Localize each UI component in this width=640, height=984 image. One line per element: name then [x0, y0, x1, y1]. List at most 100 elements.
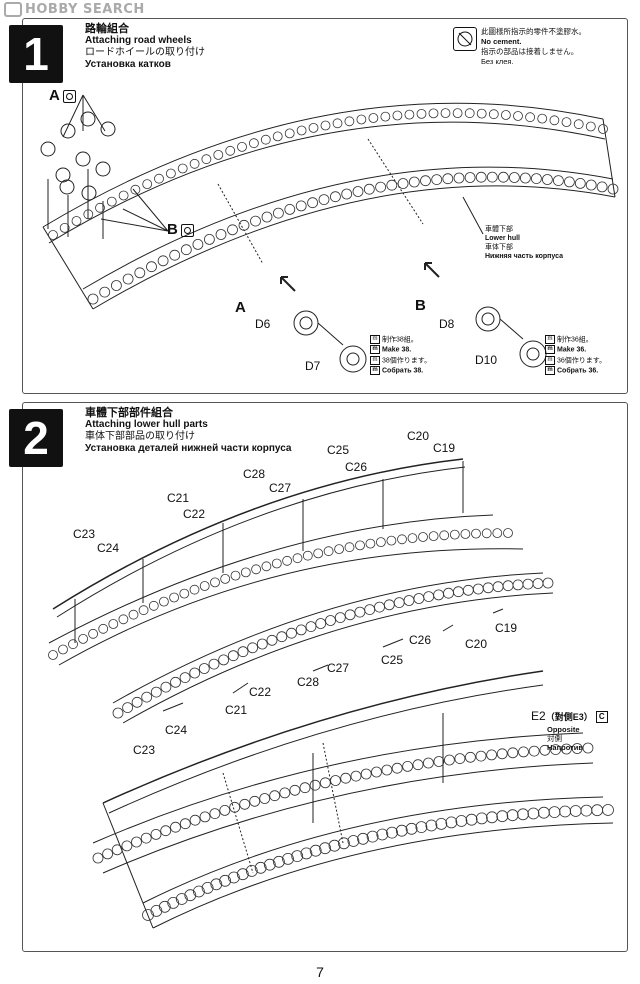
road-wheel: [300, 847, 313, 860]
part-label: C19: [433, 441, 456, 455]
road-wheel: [112, 707, 124, 719]
part-label: C28: [243, 467, 266, 481]
road-wheel: [488, 109, 499, 120]
no-cement-small-icon: [62, 89, 76, 103]
road-wheel: [169, 592, 180, 603]
road-wheel: [146, 261, 157, 273]
road-wheel: [573, 119, 584, 130]
road-wheel: [435, 817, 448, 830]
road-wheel: [201, 881, 214, 894]
road-wheel: [189, 814, 201, 826]
road-wheel: [365, 538, 376, 549]
road-wheel: [340, 772, 352, 784]
road-wheel: [464, 108, 475, 119]
road-wheel: [332, 118, 343, 129]
road-wheel: [175, 893, 188, 905]
road-wheel: [179, 672, 191, 684]
road-wheel: [308, 123, 319, 133]
road-wheel: [503, 528, 513, 538]
site-logo: HOBBY SEARCH: [4, 2, 145, 17]
road-wheel: [315, 618, 327, 629]
road-wheel: [295, 200, 307, 212]
road-wheel: [71, 216, 82, 226]
road-wheel: [453, 172, 465, 184]
road-wheel: [561, 743, 572, 755]
road-wheel: [256, 638, 268, 650]
make-b: 制作36組。 Make 36. 36個作ります。 Собрать 36.: [545, 335, 606, 376]
part-label: C23: [73, 527, 96, 541]
logo-mark-icon: [4, 2, 22, 17]
road-wheel: [158, 900, 171, 913]
part-label: C26: [409, 633, 432, 647]
road-wheel: [220, 573, 231, 584]
assembly-a-label: A: [235, 299, 246, 316]
road-wheel: [192, 885, 205, 898]
road-wheel: [179, 588, 190, 599]
road-wheel: [330, 775, 341, 786]
road-wheel: [219, 804, 231, 816]
road-wheel: [512, 579, 524, 591]
road-wheel: [513, 111, 523, 121]
road-wheel: [48, 650, 58, 660]
road-wheel: [250, 215, 261, 227]
road-wheel: [428, 531, 439, 542]
page-number: 7: [316, 964, 324, 980]
opposite-note: Opposite 対側 Напротив: [547, 725, 583, 752]
road-wheel: [527, 807, 540, 820]
road-wheel: [525, 112, 536, 123]
road-wheel: [528, 745, 540, 757]
road-wheel: [302, 550, 313, 561]
road-wheel: [548, 806, 561, 819]
road-wheel: [492, 528, 503, 539]
road-wheel: [307, 197, 319, 209]
part-label: C23: [133, 743, 156, 757]
road-wheel: [580, 804, 593, 817]
road-wheel: [492, 581, 504, 593]
road-wheel: [179, 818, 191, 830]
road-wheel: [295, 624, 307, 636]
part-label: C24: [165, 723, 188, 737]
road-wheel: [522, 578, 534, 590]
road-wheel: [407, 533, 418, 544]
road-wheel: [366, 830, 379, 843]
road-wheel: [539, 744, 551, 756]
road-wheel: [518, 746, 529, 758]
part-label: C25: [327, 443, 350, 457]
road-wheel: [199, 811, 211, 823]
road-wheel: [408, 176, 420, 188]
title-cn: 車體下部部件組合: [85, 407, 173, 419]
road-wheel: [313, 548, 324, 559]
road-wheel: [471, 528, 481, 539]
part-label: C19: [495, 621, 518, 635]
road-wheel: [507, 747, 519, 759]
no-cement-ru: Без клея.: [481, 57, 514, 66]
road-wheel: [404, 109, 415, 120]
road-wheel: [148, 600, 159, 611]
road-wheel: [486, 811, 498, 824]
road-wheel: [247, 642, 259, 654]
step-number: 1: [9, 25, 63, 83]
title-jp: 車体下部部品の取り付け: [85, 431, 195, 442]
road-wheel: [236, 868, 249, 881]
road-wheel: [269, 790, 281, 802]
road-wheel: [230, 570, 241, 581]
road-wheel: [559, 805, 571, 818]
road-wheel: [500, 110, 511, 120]
road-wheel: [279, 787, 291, 799]
road-wheel: [374, 601, 385, 613]
step-number: 2: [9, 409, 63, 467]
road-wheel: [443, 754, 455, 766]
road-wheel: [371, 766, 382, 778]
road-wheel: [352, 186, 364, 197]
road-wheel: [99, 286, 111, 298]
road-wheel: [431, 174, 443, 186]
road-wheel: [130, 184, 141, 195]
road-wheel: [428, 108, 439, 119]
road-wheel: [582, 742, 594, 754]
road-wheel: [261, 211, 273, 223]
road-wheel: [169, 249, 181, 261]
road-wheel: [189, 158, 200, 169]
road-wheel: [460, 529, 471, 539]
road-wheel: [282, 852, 294, 865]
road-wheel: [482, 582, 494, 594]
